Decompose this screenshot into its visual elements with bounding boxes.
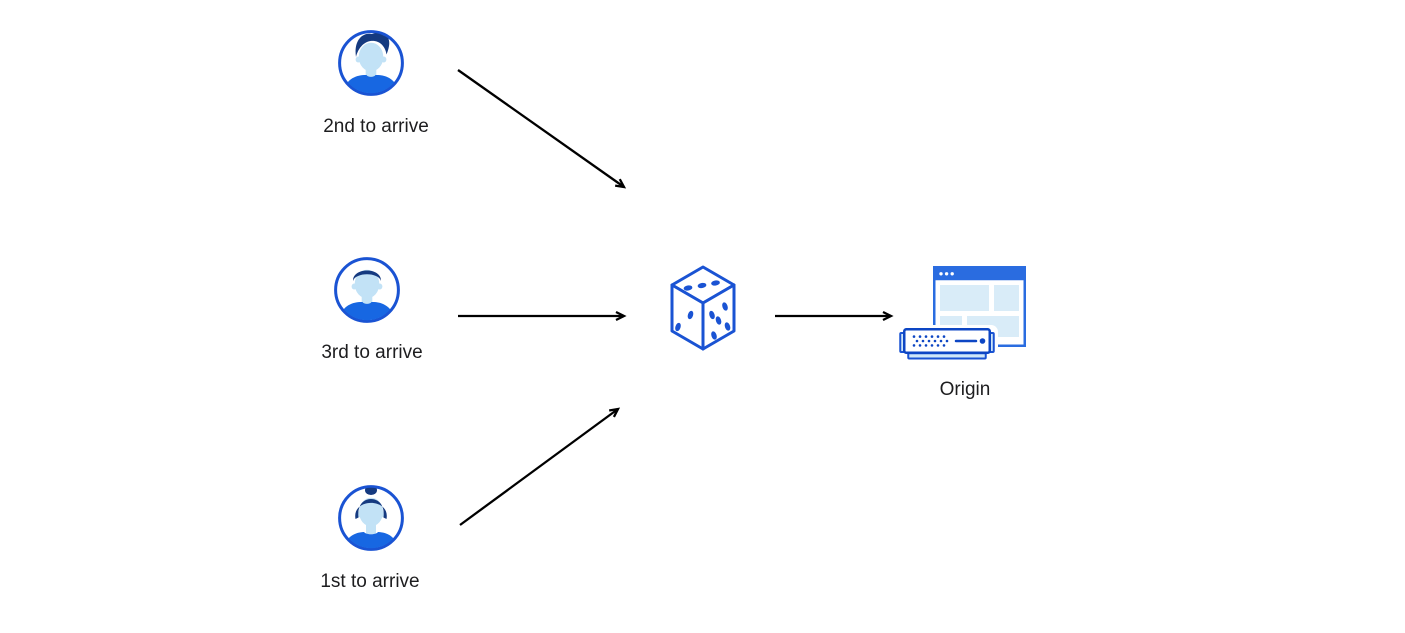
client-label: 1st to arrive [320,571,420,592]
avatar-man-quiff-icon [338,30,404,96]
arrow-2nd-to-dice [457,69,627,189]
client-node-1st-to-arrive [337,484,405,552]
avatar-woman-bun-icon [338,485,404,551]
client-label: 3rd to arrive [321,342,423,363]
avatar-man-short-hair-icon [334,257,400,323]
server-vent-dots [912,335,949,347]
load-balancer-node [668,264,738,352]
origin-server [899,328,995,360]
browser-titlebar [934,267,1025,281]
server-icon [899,328,995,360]
dice-icon [670,265,736,351]
server-led [979,338,986,344]
client-node-3rd-to-arrive [333,256,401,324]
client-node-2nd-to-arrive [337,29,405,97]
client-label: 2nd to arrive [323,116,429,137]
arrow-1st-to-dice [459,407,621,526]
origin-label: Origin [939,379,991,400]
